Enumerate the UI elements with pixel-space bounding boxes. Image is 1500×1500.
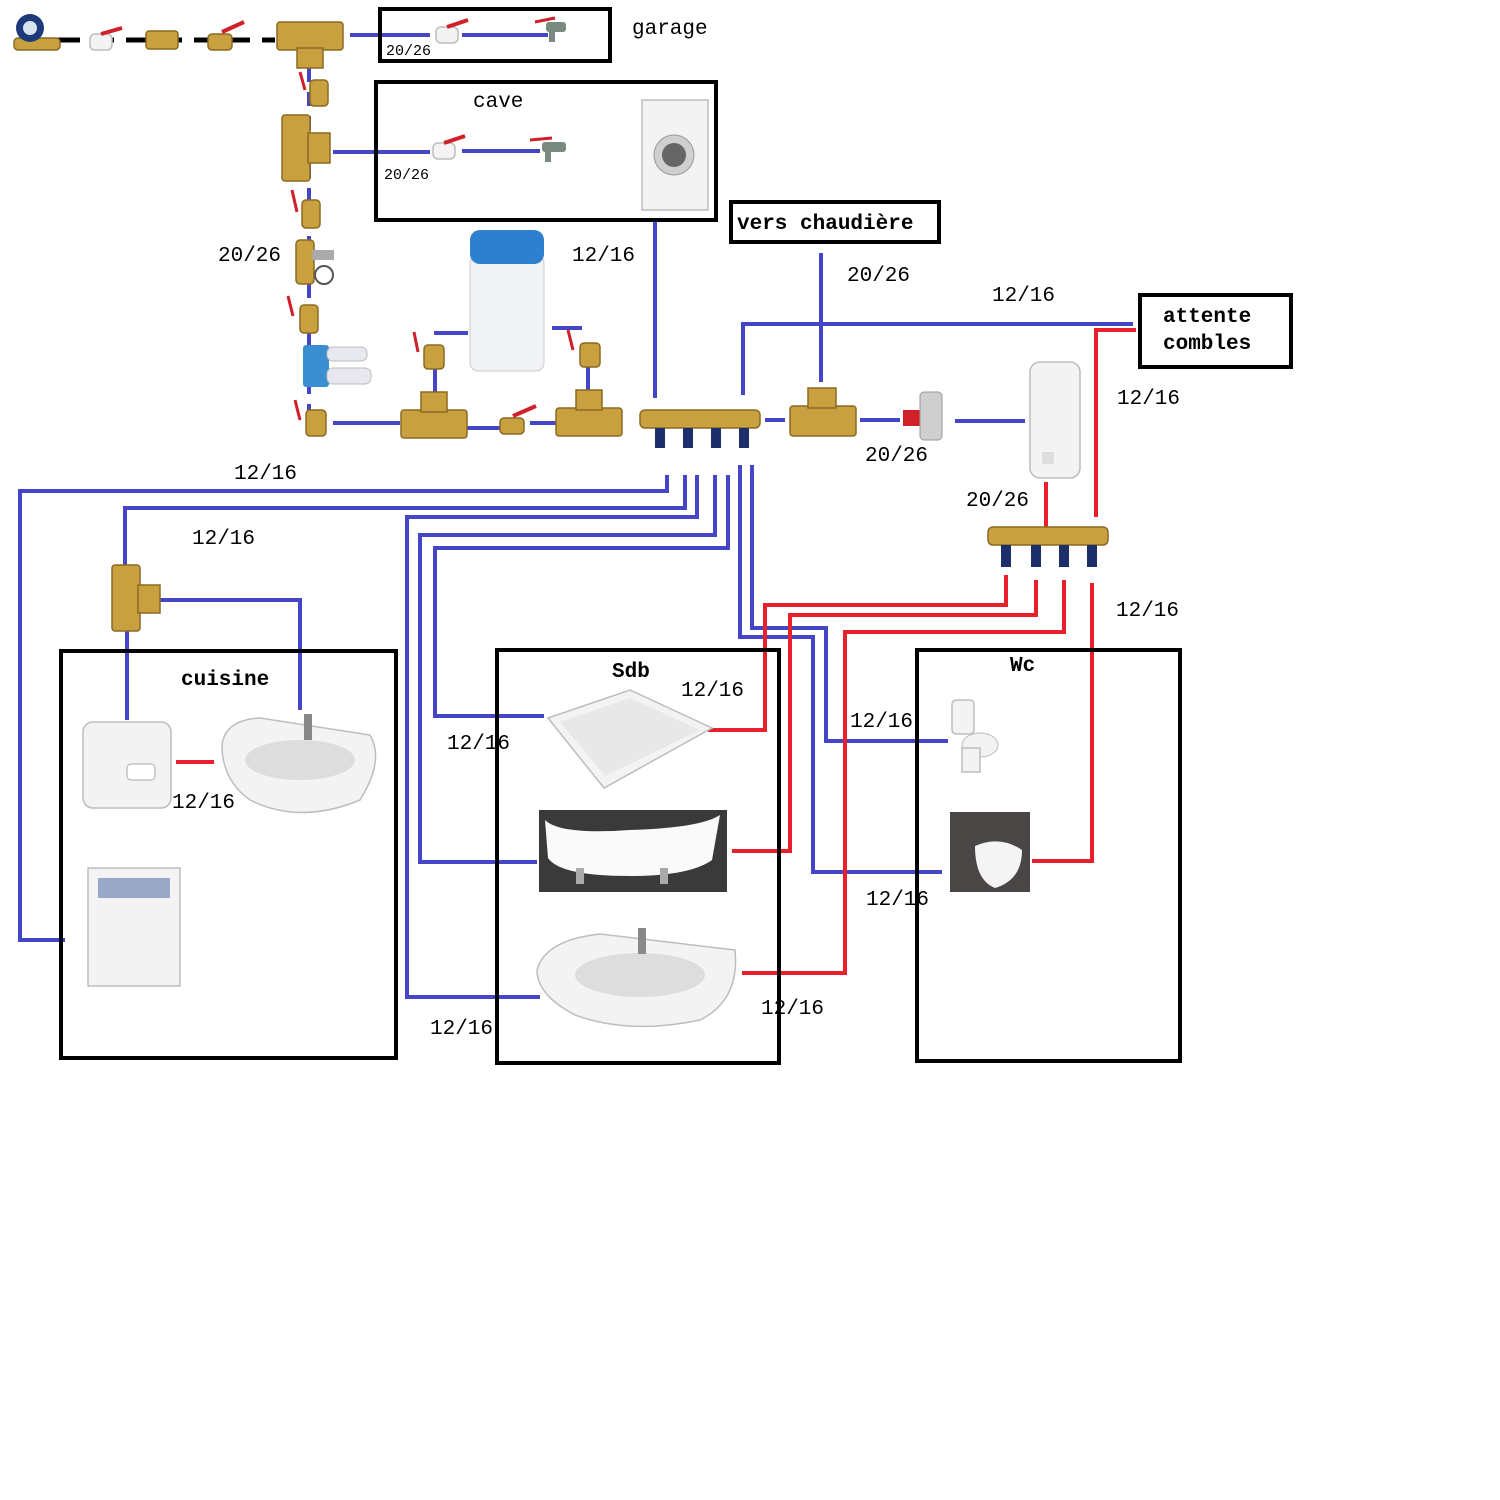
bathtub-icon xyxy=(539,810,727,892)
pipe-size-label: 20/26 xyxy=(218,245,281,268)
ball-valve-icon xyxy=(566,329,601,368)
ball-valve-icon xyxy=(89,26,123,51)
pipe-size-label: 12/16 xyxy=(572,245,635,268)
brass-tee-icon xyxy=(789,387,857,437)
cold-pipes xyxy=(18,33,1133,999)
union-fitting-icon xyxy=(145,30,179,50)
hose-tap-icon xyxy=(529,136,566,162)
wc-hand-basin-icon xyxy=(950,812,1030,892)
combles-cold-pipe xyxy=(741,322,1133,395)
dishwasher-pipe xyxy=(18,475,669,942)
combles-label-line1: attente xyxy=(1163,306,1251,329)
ball-valve-icon xyxy=(298,71,329,107)
ball-valve-icon xyxy=(286,295,319,334)
ball-valve-icon xyxy=(412,331,445,370)
wc-box xyxy=(915,648,1182,1063)
sdb-box xyxy=(495,648,781,1065)
pipe-size-label: 12/16 xyxy=(1116,600,1179,623)
pipe-size-label: 12/16 xyxy=(681,680,744,703)
pipe-size-label: 12/16 xyxy=(866,889,929,912)
cave-label: cave xyxy=(473,91,523,114)
ball-valve-icon xyxy=(435,18,469,44)
cave-pipe xyxy=(333,149,540,154)
shower-cold-pipe xyxy=(433,475,730,718)
safety-group-icon xyxy=(903,391,943,441)
ball-valve-icon xyxy=(432,134,466,160)
sdb-sink-hot-pipe xyxy=(742,580,1066,975)
wc-label: Wc xyxy=(1010,655,1035,678)
cold-manifold-icon xyxy=(639,409,761,448)
shower-hot-pipe xyxy=(708,575,1008,732)
cave-box xyxy=(374,80,718,222)
wc-sink-cold-pipe xyxy=(738,465,942,874)
brass-tee-icon xyxy=(400,391,468,439)
dishwasher-icon xyxy=(87,867,181,987)
chaudiere-label: vers chaudière xyxy=(737,213,913,236)
pipe-size-label: 20/26 xyxy=(384,167,429,184)
ball-valve-icon xyxy=(499,404,537,435)
wc-sink-hot-pipe xyxy=(1032,583,1094,863)
cuisine-box xyxy=(59,649,398,1060)
water-meter-icon xyxy=(13,14,61,51)
pipe-size-label: 20/26 xyxy=(386,43,431,60)
chaudiere-box xyxy=(729,200,941,244)
ball-valve-icon xyxy=(290,189,321,229)
brass-tee-icon xyxy=(555,389,623,437)
water-softener-icon xyxy=(469,230,545,372)
combles-label-line2: combles xyxy=(1163,333,1251,356)
toilet-cold-pipe xyxy=(750,465,948,743)
kitchen-sink-icon xyxy=(221,714,377,814)
garage-box xyxy=(378,7,612,63)
washing-machine-icon xyxy=(641,99,709,211)
pipe-size-label: 12/16 xyxy=(761,998,824,1021)
toilet-icon xyxy=(951,699,999,773)
pipe-size-label: 20/26 xyxy=(847,265,910,288)
softener-bypass-pipe xyxy=(333,421,560,430)
sdb-sink-cold-pipe xyxy=(405,475,699,999)
pipe-size-label: 12/16 xyxy=(1117,388,1180,411)
pipe-size-label: 12/16 xyxy=(447,733,510,756)
ball-valve-icon xyxy=(293,399,327,437)
softener-pipe xyxy=(433,326,590,395)
garage-label: garage xyxy=(632,18,708,41)
hose-tap-icon xyxy=(534,16,566,42)
ball-valve-icon xyxy=(207,20,245,51)
pipe-size-label: 20/26 xyxy=(966,490,1029,513)
pipe-size-label: 12/16 xyxy=(850,711,913,734)
brass-tee-icon xyxy=(276,21,344,69)
sdb-label: Sdb xyxy=(612,661,650,684)
pipe-size-label: 12/16 xyxy=(192,528,255,551)
pipe-size-label: 12/16 xyxy=(172,792,235,815)
pipe-size-label: 12/16 xyxy=(430,1018,493,1041)
cuisine-label: cuisine xyxy=(181,669,269,692)
bathroom-sink-icon xyxy=(536,928,737,1028)
water-filter-icon xyxy=(303,345,372,387)
hot-pipes xyxy=(176,328,1136,975)
pipe-size-label: 12/16 xyxy=(234,463,297,486)
brass-tee-icon xyxy=(111,564,161,632)
combles-box xyxy=(1138,293,1293,369)
hot-manifold-icon xyxy=(987,526,1109,567)
heater-feed-pipe xyxy=(860,418,1025,423)
shower-tray-icon xyxy=(546,689,714,789)
pipe-size-label: 12/16 xyxy=(992,285,1055,308)
pipe-size-label: 20/26 xyxy=(865,445,928,468)
combles-hot-pipe xyxy=(1094,328,1136,517)
water-heater-icon xyxy=(1029,361,1081,479)
brass-tee-icon xyxy=(281,114,331,182)
small-water-heater-icon xyxy=(82,721,172,809)
pressure-reducer-icon xyxy=(295,239,334,285)
bath-hot-pipe xyxy=(732,580,1038,853)
bath-cold-pipe xyxy=(418,475,717,864)
kitchen-pipe xyxy=(123,475,687,720)
